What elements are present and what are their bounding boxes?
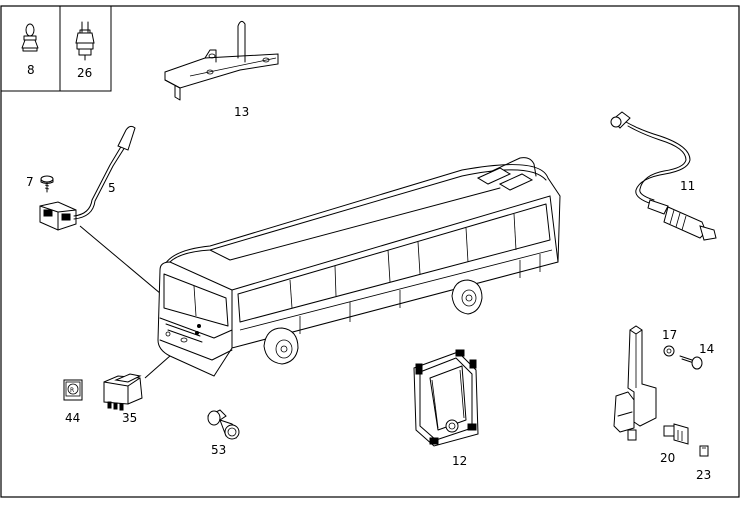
part-12-control-unit (413, 349, 479, 447)
label-44: 44 (65, 411, 80, 425)
label-8: 8 (27, 63, 35, 77)
label-17: 17 (662, 328, 677, 342)
svg-text:R: R (70, 387, 74, 394)
part-35-switch (103, 373, 143, 411)
part-53-socket (207, 409, 240, 440)
bus-illustration (157, 157, 561, 377)
label-11: 11 (680, 179, 695, 193)
part-20-bracket (613, 325, 689, 445)
part-44-button: R (63, 379, 83, 401)
part-5-switch (39, 125, 136, 231)
label-23: 23 (696, 468, 711, 482)
part-7-screw (40, 175, 54, 193)
label-26: 26 (77, 66, 92, 80)
part-23-clip (699, 445, 709, 457)
label-12: 12 (452, 454, 467, 468)
label-53: 53 (211, 443, 226, 457)
label-14: 14 (699, 342, 714, 356)
part-14-bolt (679, 355, 703, 370)
label-13: 13 (234, 105, 249, 119)
part-11-sensor (610, 111, 717, 241)
label-5: 5 (108, 181, 116, 195)
part-26-socket (75, 21, 95, 61)
label-35: 35 (122, 411, 137, 425)
label-20: 20 (660, 451, 675, 465)
part-13-bracket (164, 20, 279, 101)
inset-box (0, 5, 112, 92)
diagram-frame (0, 5, 740, 498)
label-7: 7 (26, 175, 34, 189)
part-17-washer (663, 345, 675, 357)
part-8-bulb (21, 23, 39, 52)
